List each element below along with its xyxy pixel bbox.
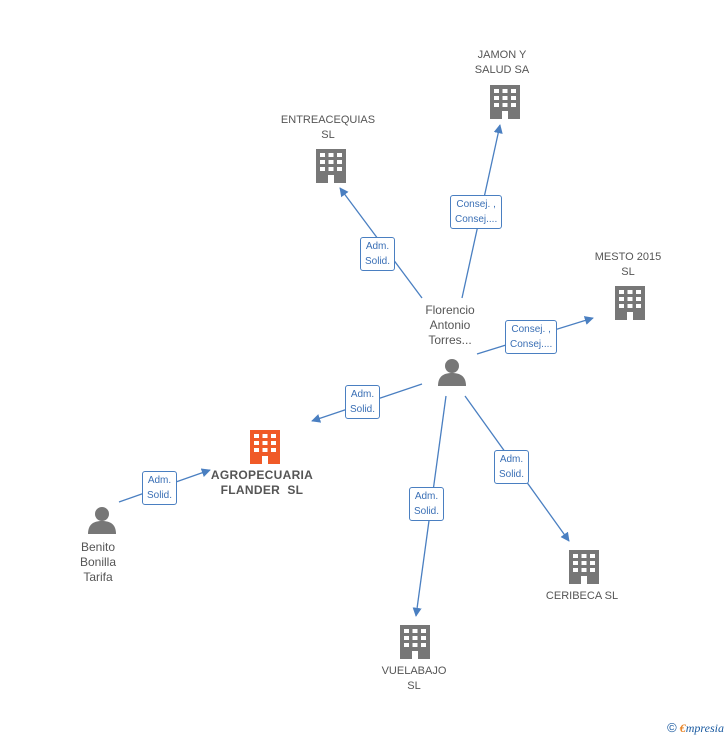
building-icon[interactable] [569, 550, 599, 584]
edge-label-line: Consej. , [456, 199, 496, 210]
edge-label-line: Solid. [499, 469, 525, 480]
node-label-line: Florencio [425, 303, 475, 317]
node-label-line: VUELABAJO [381, 665, 447, 677]
node-label-line: Antonio [429, 318, 471, 332]
node-label-vuelabajo[interactable]: VUELABAJO SL [366, 664, 462, 694]
node-label-line: Bonilla [79, 555, 117, 569]
edge-label-line: Consej.... [455, 214, 498, 225]
node-label-line: MESTO 2015 [594, 251, 662, 263]
edge-label-line: Adm. [365, 241, 390, 252]
building-icon[interactable] [490, 85, 520, 119]
person-icon[interactable] [88, 507, 116, 534]
building-icon[interactable] [316, 149, 346, 183]
node-label-entreacequias[interactable]: ENTREACEQUIAS SL [268, 113, 388, 143]
building-icon[interactable] [400, 625, 430, 659]
node-label-line: Tarifa [83, 570, 113, 584]
node-label-line: Torres... [428, 333, 472, 347]
node-label-line: SALUD SA [474, 64, 530, 76]
brand-name: mpresia [685, 721, 724, 735]
edge-label-line: Adm. [499, 454, 524, 465]
node-label-line: ENTREACEQUIAS [280, 114, 376, 126]
edge-label-line: Consej.... [510, 339, 553, 350]
node-label-florencio[interactable]: Florencio Antonio Torres... [410, 303, 490, 348]
node-label-ceribeca[interactable]: CERIBECA SL [530, 589, 634, 604]
edge-label-jamon[interactable]: Consej. , Consej.... [450, 195, 503, 229]
node-label-mesto[interactable]: MESTO 2015 SL [580, 250, 676, 280]
edge-label-line: Solid. [350, 404, 376, 415]
brand-initial: € [679, 721, 686, 735]
edge-label-ceribeca[interactable]: Adm. Solid. [494, 450, 530, 484]
edge-label-vuelabajo[interactable]: Adm. Solid. [409, 487, 445, 521]
copyright-icon: © [667, 720, 677, 735]
node-label-line: SL [621, 266, 635, 278]
node-label-line: AGROPECUARIA [210, 468, 314, 482]
node-label-line: SL [407, 680, 421, 692]
node-label-line: CERIBECA SL [545, 590, 619, 602]
brand-footer: © €mpresia [667, 720, 724, 736]
edge-label-line: Solid. [365, 256, 391, 267]
building-icon[interactable] [615, 286, 645, 320]
edge-label-mesto[interactable]: Consej. , Consej.... [505, 320, 558, 354]
edge-label-line: Consej. , [511, 324, 551, 335]
node-label-line: JAMON Y [477, 49, 527, 61]
node-label-line: Benito [80, 540, 116, 554]
edge-label-line: Adm. [147, 475, 172, 486]
person-icon[interactable] [438, 359, 466, 386]
node-label-line: SL [321, 129, 335, 141]
edge-label-line: Solid. [414, 506, 440, 517]
edge-label-line: Adm. [414, 491, 439, 502]
building-icon[interactable] [250, 430, 280, 464]
edge-label-line: Adm. [350, 389, 375, 400]
edge-label-agropecuaria-benito[interactable]: Adm. Solid. [142, 471, 178, 505]
node-label-agropecuaria[interactable]: AGROPECUARIA FLANDER SL [200, 468, 324, 498]
node-label-jamon[interactable]: JAMON Y SALUD SA [450, 48, 554, 78]
node-label-benito[interactable]: Benito Bonilla Tarifa [62, 540, 134, 585]
edge-label-line: Solid. [147, 490, 173, 501]
edge-label-agropecuaria-florencio[interactable]: Adm. Solid. [345, 385, 381, 419]
edge-label-entreacequias[interactable]: Adm. Solid. [360, 237, 396, 271]
node-label-line: FLANDER SL [220, 483, 304, 497]
